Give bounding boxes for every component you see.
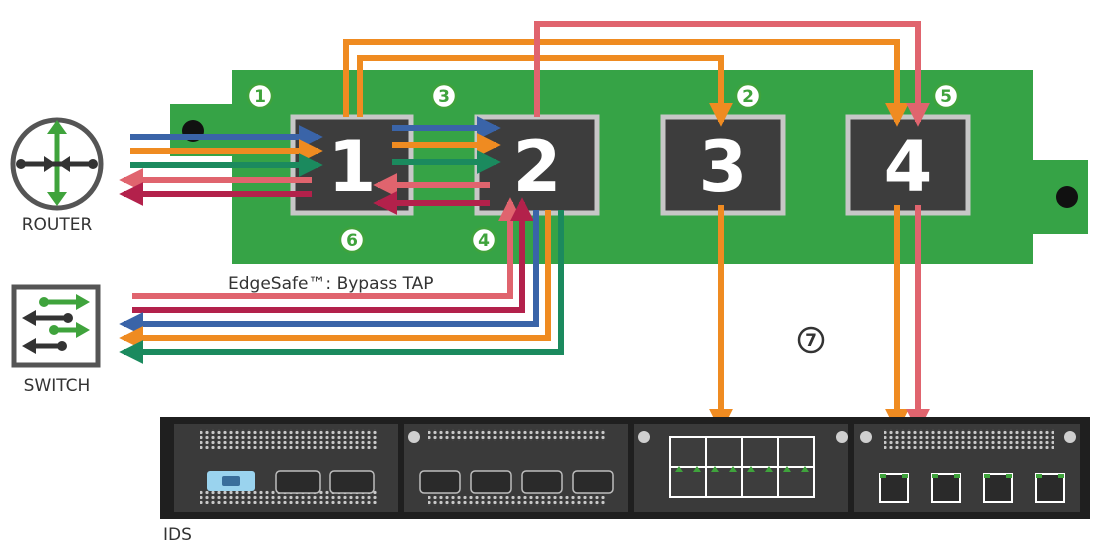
mounting-hole-right: [1056, 186, 1078, 208]
switch-links: [119, 197, 564, 364]
router-links: [119, 125, 323, 206]
switch-icon: SWITCH: [11, 284, 101, 396]
p1-p2-links: [373, 116, 501, 215]
callout-5: 5: [932, 82, 960, 110]
flow-green-switch-out: [119, 210, 564, 364]
callout-7: 7: [797, 326, 825, 354]
callout-1: 1: [246, 82, 274, 110]
ids-label: IDS: [163, 525, 192, 545]
ids-appliance: IDS: [160, 417, 1090, 545]
callouts: 1 3 2 5 6 4 7: [246, 82, 960, 354]
product-label: EdgeSafe™: Bypass TAP: [228, 274, 434, 294]
svg-text:7: 7: [805, 331, 817, 351]
flow-blue-switch-out: [119, 210, 539, 336]
flow-pink-p2-to-p4: [534, 21, 930, 127]
rj45-block: [669, 436, 815, 498]
port-4-label: 4: [884, 126, 933, 208]
svg-text:6: 6: [346, 231, 358, 251]
router-icon: ROUTER: [10, 117, 104, 235]
flow-maroon-switch-in: [132, 197, 534, 313]
callout-4: 4: [470, 226, 498, 254]
svg-text:5: 5: [940, 87, 952, 107]
ids-links: [709, 205, 930, 433]
switch-label: SWITCH: [24, 376, 91, 396]
router-label: ROUTER: [22, 215, 93, 235]
callout-2: 2: [734, 82, 762, 110]
flow-orange-switch-out: [119, 210, 551, 350]
port-2-label: 2: [513, 126, 562, 208]
routing-lines-top: [343, 21, 930, 127]
rj45-row: [879, 473, 1065, 503]
port-3: 3: [660, 114, 786, 216]
callout-3: 3: [430, 82, 458, 110]
port-3-label: 3: [699, 126, 748, 208]
flow-pink-switch-in: [132, 197, 522, 299]
flow-orange-p1-to-p4: [343, 39, 909, 127]
svg-text:2: 2: [742, 87, 754, 107]
flow-orange-p1-to-p3: [357, 55, 733, 127]
port-4: 4: [845, 114, 971, 216]
callout-6: 6: [338, 226, 366, 254]
port-1-label: 1: [328, 126, 377, 208]
svg-text:1: 1: [254, 87, 266, 107]
svg-text:3: 3: [438, 87, 450, 107]
svg-text:4: 4: [478, 231, 490, 251]
